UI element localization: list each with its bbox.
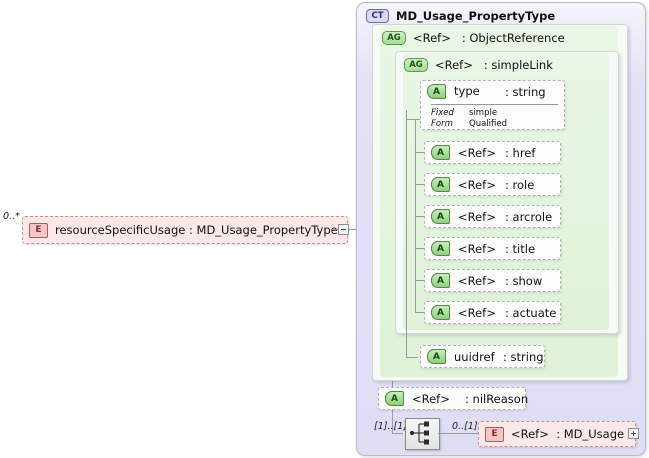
attribute-badge-icon: A — [431, 177, 450, 192]
connector-line — [415, 248, 424, 249]
attribute-type-label: : show — [505, 274, 543, 288]
attribute-badge-icon: A — [431, 241, 450, 256]
facet-row: Fixed simple — [431, 108, 558, 119]
connector-line — [415, 152, 424, 153]
attributegroup-badge-icon: AG — [404, 58, 428, 72]
attribute-role[interactable]: A <Ref> : role — [424, 173, 561, 196]
facet-key: Form — [431, 119, 453, 129]
attribute-type-label: : nilReason — [465, 392, 529, 406]
facet-value: simple — [469, 108, 498, 118]
attribute-type-label: : actuate — [505, 306, 557, 320]
connector-line — [406, 357, 418, 358]
connector-line — [392, 433, 403, 434]
complextype-header: CT MD_Usage_PropertyType — [366, 9, 555, 23]
element-resourceSpecificUsage[interactable]: E resourceSpecificUsage : MD_Usage_Prope… — [22, 216, 348, 244]
element-md-usage[interactable]: E <Ref> : MD_Usage — [478, 421, 636, 447]
element-badge-icon: E — [29, 222, 48, 238]
attribute-ref: <Ref> — [412, 391, 450, 406]
connector-line — [415, 184, 424, 185]
connector-line — [415, 119, 416, 313]
complextype-title: MD_Usage_PropertyType — [396, 9, 556, 23]
attribute-name: type — [454, 84, 480, 98]
element-badge-icon: E — [485, 426, 504, 442]
connector-line — [438, 433, 480, 434]
attribute-badge-icon: A — [431, 209, 450, 224]
attribute-type-label: : role — [505, 178, 535, 192]
attribute-actuate[interactable]: A <Ref> : actuate — [424, 301, 561, 324]
attribute-ref: <Ref> — [458, 145, 496, 160]
facet-row: Form Qualified — [431, 119, 558, 130]
attribute-type-label: : title — [505, 242, 536, 256]
sequence-cardinality: [1]..[1] — [374, 421, 407, 432]
complextype-badge-icon: CT — [366, 9, 389, 23]
attribute-ref: <Ref> — [458, 177, 496, 192]
connector-line — [415, 216, 424, 217]
attributegroup-title-objectreference: <Ref> : ObjectReference — [413, 31, 565, 45]
attribute-type-label: : string — [503, 350, 544, 364]
element-label: resourceSpecificUsage : MD_Usage_Propert… — [55, 223, 338, 237]
attribute-type-label: : href — [505, 146, 536, 160]
attributegroup-badge-icon: AG — [382, 31, 406, 45]
facet-value: Qualified — [469, 119, 507, 129]
md-usage-cardinality: 0..[1] — [452, 421, 478, 432]
root-cardinality: 0..* — [3, 211, 20, 222]
attribute-badge-icon: A — [385, 391, 404, 406]
attributegroup-header-simplelink: AG <Ref> : simpleLink — [404, 58, 553, 72]
attribute-ref: <Ref> — [458, 241, 496, 256]
attribute-type[interactable]: A type : string Fixed simple Form Qualif… — [420, 80, 565, 130]
attribute-arcrole[interactable]: A <Ref> : arcrole — [424, 205, 561, 228]
connector-line — [406, 110, 407, 357]
connector-line — [332, 229, 338, 230]
attribute-show[interactable]: A <Ref> : show — [424, 269, 561, 292]
attribute-type-label: : arcrole — [505, 210, 553, 224]
attribute-badge-icon: A — [427, 84, 446, 99]
facet-key: Fixed — [431, 108, 454, 118]
attribute-badge-icon: A — [431, 305, 450, 320]
attribute-badge-icon: A — [431, 273, 450, 288]
attribute-badge-icon: A — [427, 349, 446, 364]
attributegroup-title-simplelink: <Ref> : simpleLink — [435, 58, 553, 72]
attribute-type-label: : string — [505, 85, 546, 99]
attribute-ref: <Ref> — [458, 209, 496, 224]
attribute-ref: <Ref> — [458, 273, 496, 288]
connector-line — [415, 312, 424, 313]
attribute-title[interactable]: A <Ref> : title — [424, 237, 561, 260]
element-label: <Ref> : MD_Usage — [511, 427, 625, 441]
attribute-facets: Fixed simple Form Qualified — [431, 104, 558, 130]
attributegroup-header-objectreference: AG <Ref> : ObjectReference — [382, 31, 565, 45]
connector-line — [406, 119, 420, 120]
collapse-toggle-root[interactable] — [338, 224, 349, 235]
attribute-name: uuidref — [454, 349, 495, 364]
expand-toggle-md-usage[interactable] — [628, 428, 639, 439]
attribute-ref: <Ref> — [458, 305, 496, 320]
attribute-nilreason[interactable]: A <Ref> : nilReason — [378, 387, 529, 410]
attribute-uuidref[interactable]: A uuidref : string — [420, 345, 545, 368]
attribute-badge-icon: A — [431, 145, 450, 160]
sequence-compositor-icon[interactable] — [405, 418, 440, 450]
attribute-href[interactable]: A <Ref> : href — [424, 141, 561, 164]
connector-line — [415, 280, 424, 281]
